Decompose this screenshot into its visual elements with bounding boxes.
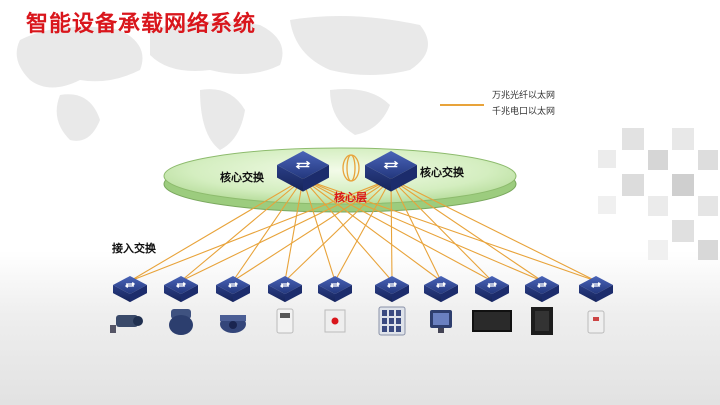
page-title: 智能设备承载网络系统 — [26, 12, 257, 37]
decorative-squares — [598, 128, 718, 260]
monitor-icon — [430, 310, 452, 333]
core-switch-label-right: 核心交换 — [420, 165, 465, 179]
access-switch-3 — [216, 276, 250, 303]
uplink-line — [390, 178, 393, 282]
uplink-line — [129, 178, 304, 282]
uplink-line — [232, 178, 304, 282]
access-switch-2 — [164, 276, 198, 303]
access-switch-4 — [268, 276, 302, 303]
display-screen-icon — [472, 310, 512, 332]
uplink-line — [302, 178, 597, 282]
core-layer-label: 核心层 — [334, 190, 367, 204]
access-switch-7 — [424, 276, 458, 303]
uplink-line — [390, 178, 442, 282]
access-switch-9 — [525, 276, 559, 303]
uplink-line — [232, 178, 392, 282]
link-lines — [129, 178, 597, 282]
uplink-line — [334, 178, 392, 282]
access-switch-6 — [375, 276, 409, 303]
core-switch-label-left: 核心交换 — [220, 170, 265, 184]
info-terminal-icon — [378, 306, 406, 336]
dome-camera-icon — [220, 315, 246, 333]
world-map-watermark — [16, 16, 428, 150]
uplink-line — [129, 178, 392, 282]
uplink-line — [180, 178, 392, 282]
access-switch-5 — [318, 276, 352, 303]
uplink-line — [302, 178, 493, 282]
uplink-line — [390, 178, 493, 282]
access-switch-10 — [579, 276, 613, 303]
uplink-line — [302, 178, 336, 282]
core-interlink-ring — [346, 154, 356, 182]
uplink-line — [284, 178, 304, 282]
bullet-camera-icon — [110, 315, 143, 333]
alarm-button-icon — [324, 309, 346, 333]
legend: 万兆光纤以太网 千兆电口以太网 — [440, 86, 580, 126]
legend-item-10g-fiber: 万兆光纤以太网 — [492, 91, 556, 101]
uplink-line — [390, 178, 597, 282]
uplink-line — [302, 178, 543, 282]
uplink-line — [302, 178, 442, 282]
server-icon — [531, 307, 553, 335]
access-switch-8 — [475, 276, 509, 303]
core-switch-2 — [365, 151, 417, 192]
access-switch-1 — [113, 276, 147, 303]
speed-dome-camera-icon — [169, 309, 193, 335]
access-card-reader-icon — [276, 308, 294, 334]
access-switch-label: 接入交换 — [112, 241, 157, 255]
uplink-line — [180, 178, 304, 282]
legend-line-swatch — [440, 104, 484, 106]
core-switch-1 — [277, 151, 329, 192]
uplink-line — [390, 178, 543, 282]
sensor-icon — [587, 310, 605, 334]
legend-item-1g-copper: 千兆电口以太网 — [492, 107, 556, 117]
uplink-line — [284, 178, 392, 282]
uplink-line — [302, 178, 393, 282]
